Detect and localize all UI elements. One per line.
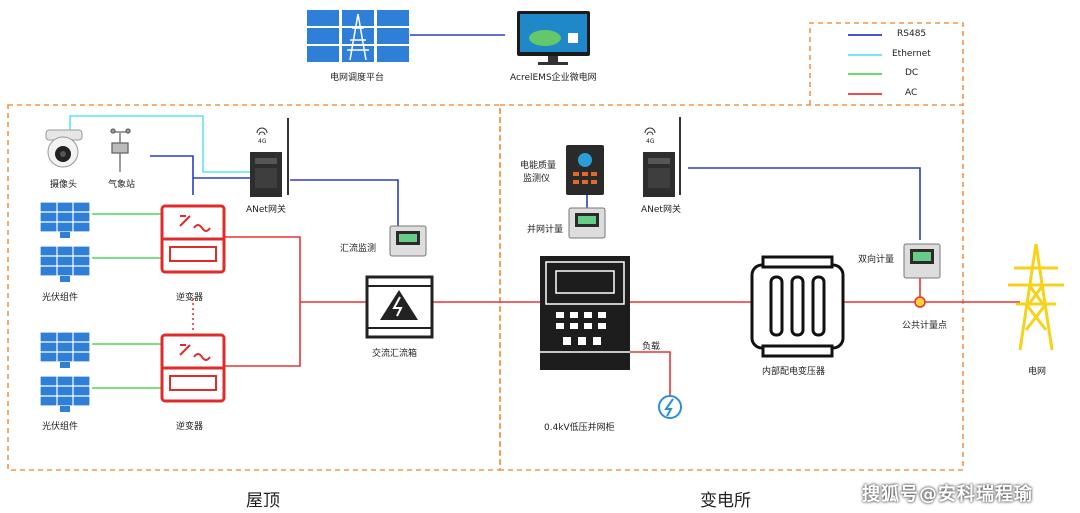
inverter-2-label: 逆变器 <box>176 422 204 432</box>
power-tower-icon <box>1008 243 1064 351</box>
dc-lines <box>92 213 162 389</box>
inverter-2-device <box>160 333 226 403</box>
load-icon <box>658 395 682 419</box>
rs485-lines <box>150 34 921 240</box>
legend-label-dc: DC <box>905 68 919 78</box>
acrel-ems-monitor <box>517 11 590 65</box>
pv-module-2-label: 光伏组件 <box>42 422 79 432</box>
camera-label: 摄像头 <box>50 180 78 190</box>
region-borders <box>7 22 964 471</box>
grid-dispatch-label: 电网调度平台 <box>330 73 385 83</box>
watermark: 搜狐号@安科瑞程瑜 <box>862 484 1033 505</box>
grid-metering-label: 并网计量 <box>527 225 564 235</box>
power-quality-monitor-device <box>566 145 604 195</box>
ac-combiner-box-device <box>365 275 434 339</box>
pv-panel-4 <box>39 375 91 412</box>
combiner-monitor-label: 汇流监测 <box>340 244 377 254</box>
power-quality-label-2: 监测仪 <box>523 174 551 184</box>
inverter-1-label: 逆变器 <box>176 293 204 303</box>
internal-transformer-label: 内部配电变压器 <box>762 367 826 377</box>
roof-region-title: 屋顶 <box>246 491 280 511</box>
pv-module-1-label: 光伏组件 <box>42 293 79 303</box>
internal-transformer-device <box>750 255 845 358</box>
lv-cabinet-label: 0.4kV低压并网柜 <box>544 423 615 433</box>
acrel-ems-label: AcrelEMS企业微电网 <box>510 73 597 83</box>
combiner-meter-device <box>389 225 427 257</box>
bidirectional-meter-device <box>903 243 941 279</box>
legend-label-rs485: RS485 <box>897 29 927 39</box>
bidirectional-meter-label: 双向计量 <box>858 255 895 265</box>
lv-cabinet-device <box>540 256 630 370</box>
anet-gateway-roof-label: ANet网关 <box>246 205 286 215</box>
ethernet-lines <box>69 115 250 173</box>
pv-panel-3 <box>39 331 91 368</box>
pv-panel-2 <box>39 245 91 282</box>
grid-metering-meter-device <box>568 207 606 239</box>
pcc-label: 公共计量点 <box>902 321 948 331</box>
weather-station-device <box>110 128 131 172</box>
ac-combiner-box-label: 交流汇流箱 <box>372 349 418 359</box>
legend-label-ac: AC <box>905 88 918 98</box>
power-grid-label: 电网 <box>1028 367 1047 377</box>
power-quality-label-1: 电能质量 <box>520 161 557 171</box>
ac-lines <box>224 236 1020 395</box>
inverter-1-device <box>160 204 226 274</box>
signal-4g-roof-label: 4G <box>258 138 267 145</box>
anet-gateway-sub-label: ANet网关 <box>641 205 681 215</box>
pv-module-icons <box>39 201 91 412</box>
grid-dispatch-screen <box>305 8 410 62</box>
anet-gateway-sub-device <box>643 117 681 197</box>
load-label: 负载 <box>642 342 661 352</box>
substation-region-title: 变电所 <box>700 491 751 511</box>
weather-station-label: 气象站 <box>108 180 136 190</box>
pcc-node <box>914 296 926 308</box>
pv-panel-1 <box>39 201 91 238</box>
legend-region-border <box>809 22 964 105</box>
signal-4g-sub-label: 4G <box>646 138 655 145</box>
legend-label-ethernet: Ethernet <box>892 49 931 59</box>
camera-device <box>45 129 83 168</box>
roof-region-border <box>7 104 501 471</box>
anet-gateway-roof-device <box>250 118 289 197</box>
